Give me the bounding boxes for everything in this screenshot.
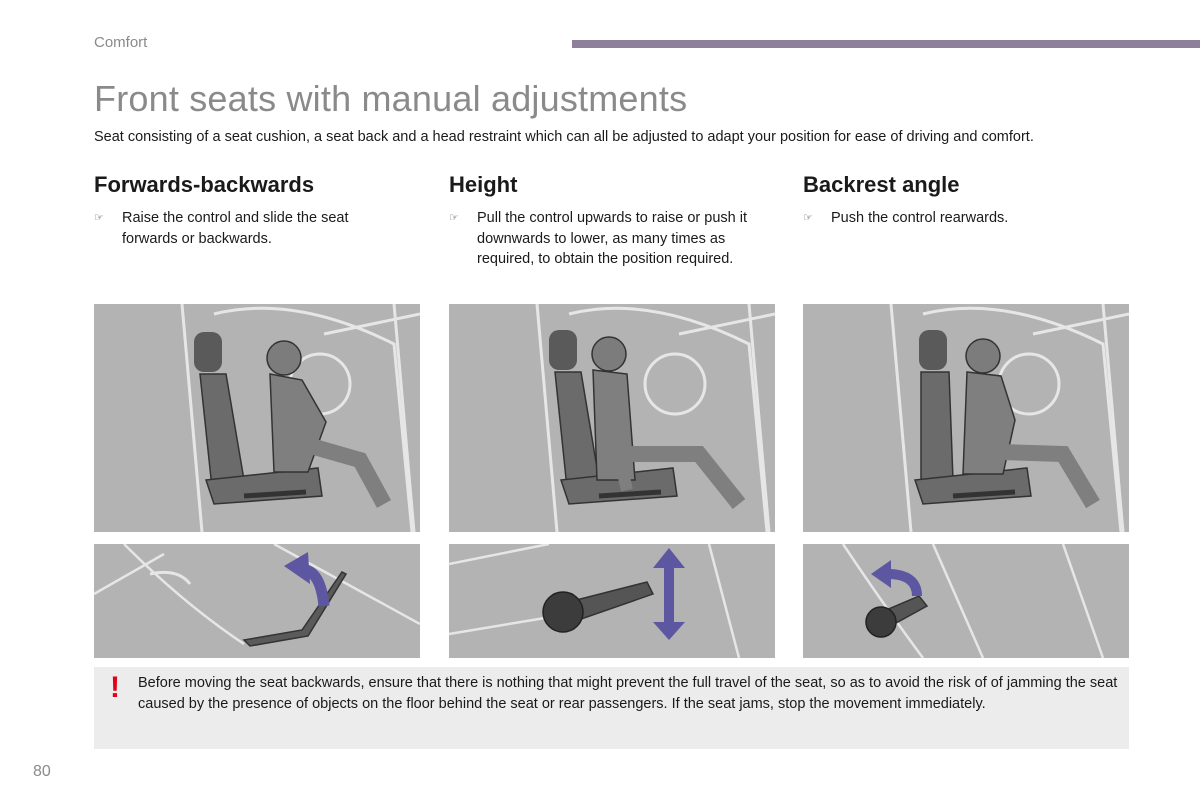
column-heading: Forwards-backwards bbox=[94, 172, 315, 197]
raise-arrow-icon bbox=[284, 552, 310, 584]
page-title: Front seats with manual adjustments bbox=[94, 78, 688, 119]
instruction-bullet: ☞ Raise the control and slide the seat f… bbox=[94, 208, 420, 249]
pointing-hand-icon: ☞ bbox=[94, 212, 104, 224]
column-forwards-backwards: Forwards-backwards ☞ Raise the control a… bbox=[94, 172, 420, 249]
control-closeup-height bbox=[449, 544, 775, 658]
section-label: Comfort bbox=[94, 34, 148, 51]
control-closeup-forwards bbox=[94, 544, 420, 658]
pointing-hand-icon: ☞ bbox=[449, 212, 459, 224]
section-accent-bar bbox=[572, 40, 1200, 48]
instruction-bullet: ☞ Push the control rearwards. bbox=[803, 208, 1129, 229]
instruction-text: Push the control rearwards. bbox=[831, 210, 1009, 226]
seat-illustration-height bbox=[449, 304, 775, 532]
control-closeup-backrest bbox=[803, 544, 1129, 658]
exclamation-icon: ! bbox=[110, 671, 120, 704]
seat-illustration-forwards bbox=[94, 304, 420, 532]
rearward-arrow-icon bbox=[871, 560, 891, 588]
pointing-hand-icon: ☞ bbox=[803, 212, 813, 224]
seat-illustration-backrest bbox=[803, 304, 1129, 532]
column-height: Height ☞ Pull the control upwards to rai… bbox=[449, 172, 775, 270]
page-number: 80 bbox=[33, 763, 51, 780]
instruction-bullet: ☞ Pull the control upwards to raise or p… bbox=[449, 208, 775, 270]
instruction-text: Raise the control and slide the seat for… bbox=[122, 210, 349, 247]
warning-box: ! Before moving the seat backwards, ensu… bbox=[94, 667, 1129, 749]
column-backrest-angle: Backrest angle ☞ Push the control rearwa… bbox=[803, 172, 1129, 229]
column-heading: Height bbox=[449, 172, 518, 197]
instruction-text: Pull the control upwards to raise or pus… bbox=[477, 210, 747, 267]
warning-text: Before moving the seat backwards, ensure… bbox=[138, 675, 1118, 712]
column-heading: Backrest angle bbox=[803, 172, 960, 197]
intro-text: Seat consisting of a seat cushion, a sea… bbox=[94, 129, 1034, 145]
